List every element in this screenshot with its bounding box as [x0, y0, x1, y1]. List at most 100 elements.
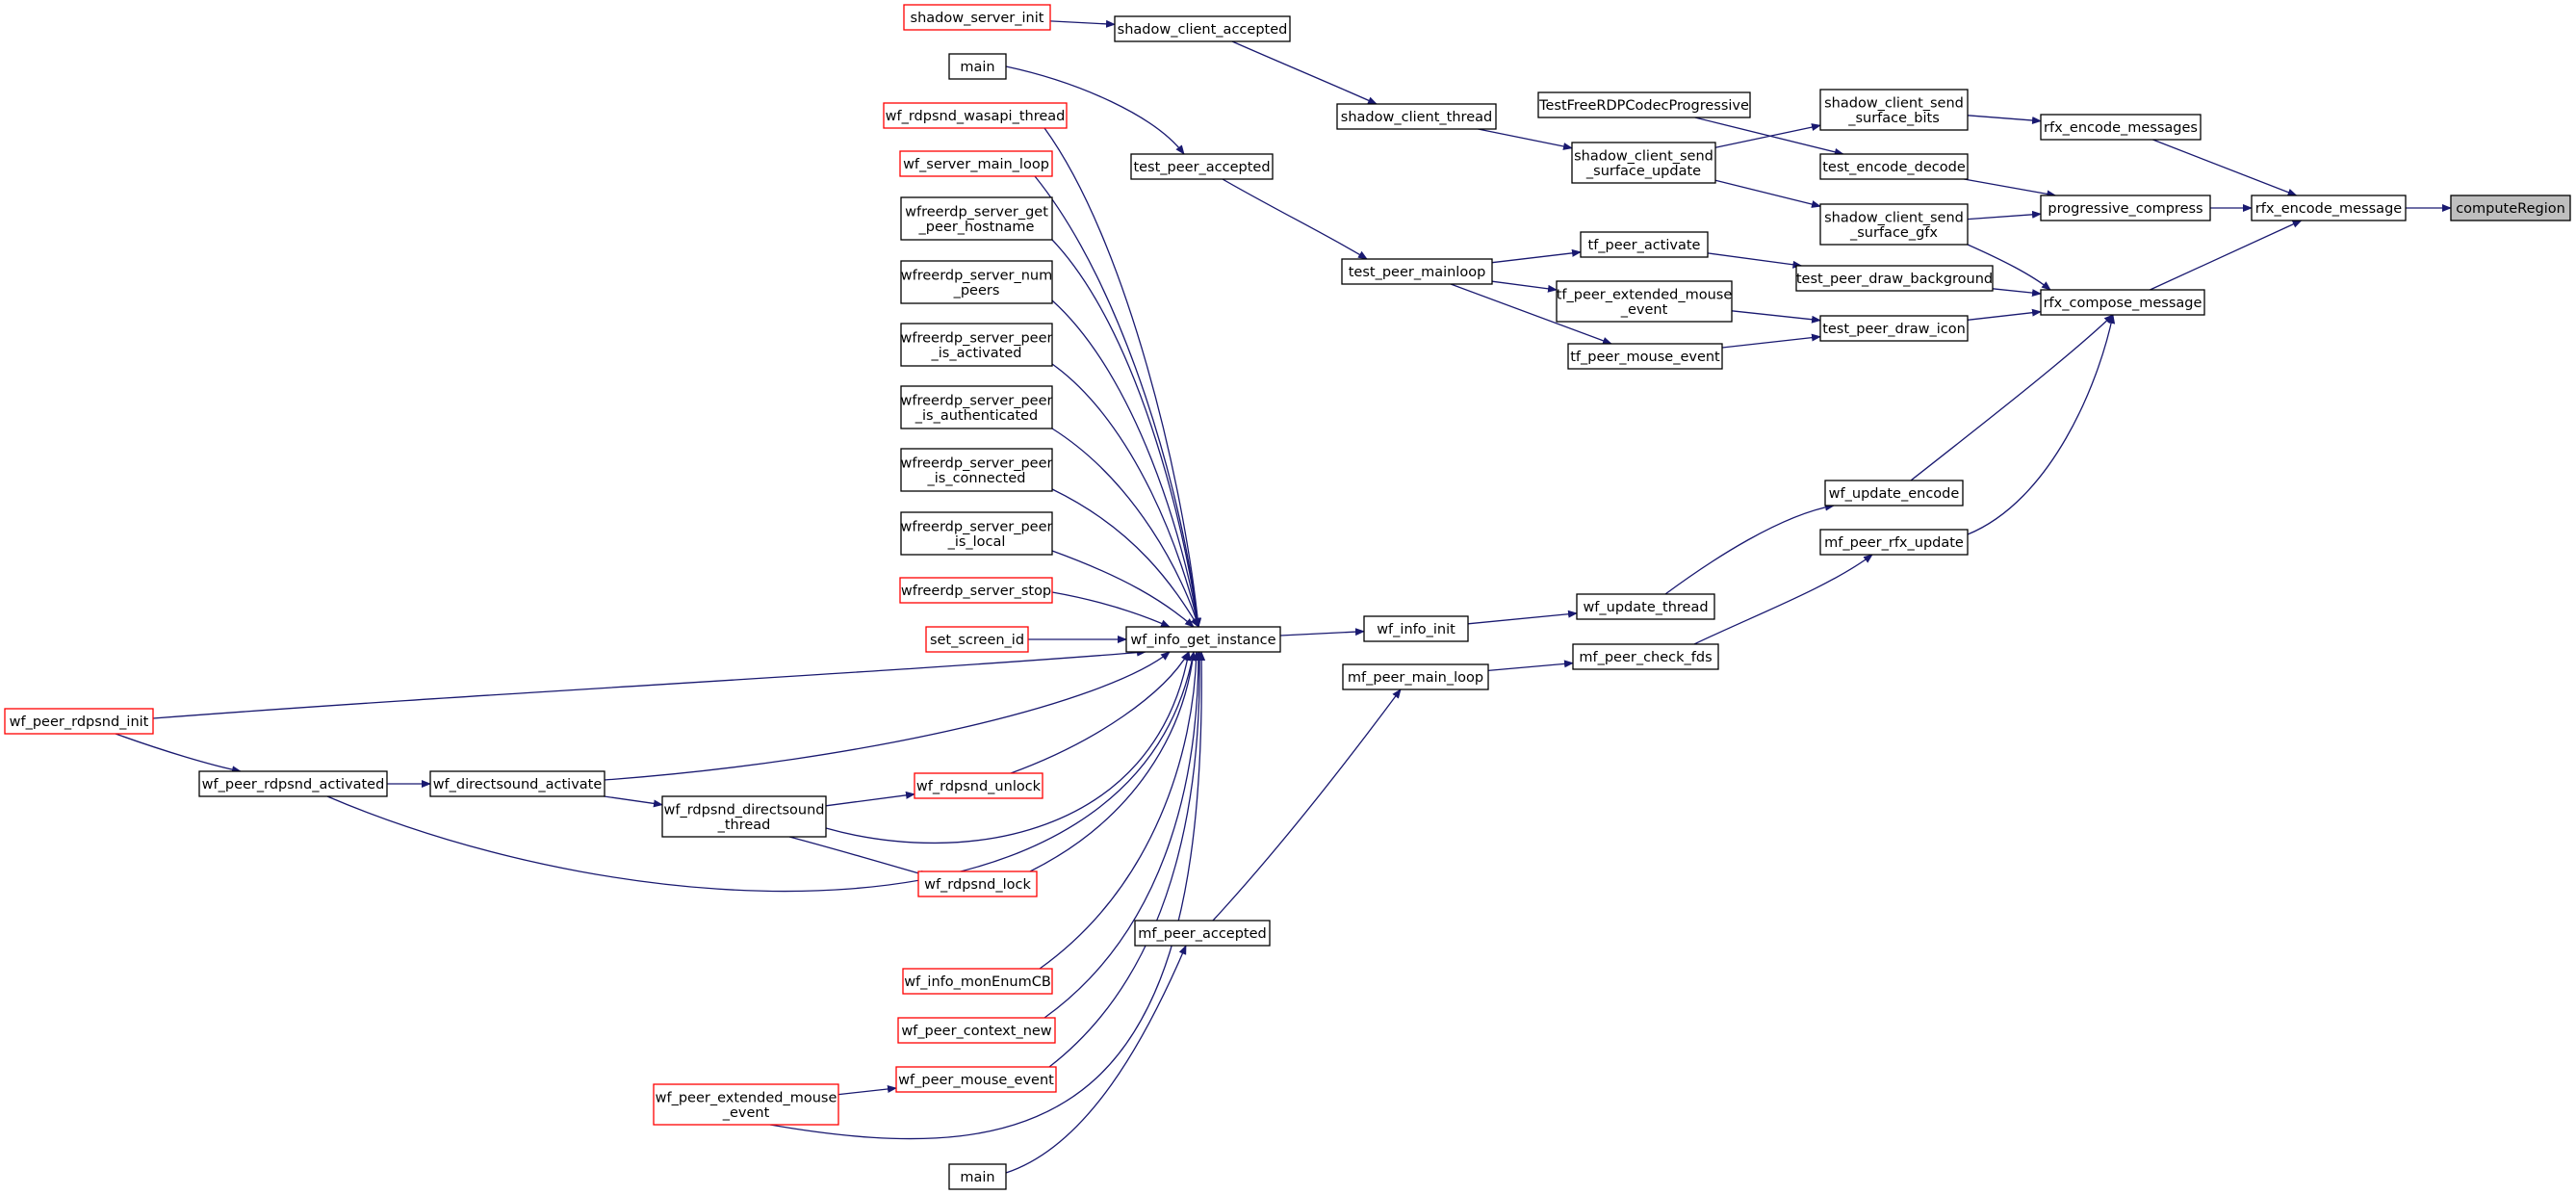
node-wf-info-init[interactable]: wf_info_init — [1363, 615, 1469, 642]
node-wf-directsound-activate[interactable]: wf_directsound_activate — [429, 770, 605, 797]
node-test-peer-draw-background[interactable]: test_peer_draw_background — [1795, 265, 1994, 292]
edge-wf_peer_rdpsnd_init-to-wf_peer_rdpsnd_activated — [115, 733, 242, 774]
node-mf-peer-check-fds[interactable]: mf_peer_check_fds — [1572, 643, 1719, 670]
node-wf-peer-context-new[interactable]: wf_peer_context_new — [897, 1017, 1056, 1044]
node-tf-peer-activate[interactable]: tf_peer_activate — [1580, 231, 1709, 258]
node-label: _thread — [717, 818, 771, 833]
node-label: tf_peer_activate — [1588, 238, 1701, 253]
node-box — [1571, 142, 1716, 184]
edge-wfreerdp_server_num_peers-to-wf_info_get_instance — [1051, 299, 1201, 628]
node-shadow-client-thread[interactable]: shadow_client_thread — [1336, 103, 1497, 130]
node-label: shadow_client_send — [1824, 210, 1964, 225]
node-label: rfx_encode_messages — [2044, 120, 2198, 136]
edge-wf_peer_context_new-to-wf_info_get_instance — [1043, 651, 1202, 1019]
node-wf-rdpsnd-lock[interactable]: wf_rdpsnd_lock — [917, 870, 1038, 897]
node-test-peer-draw-icon[interactable]: test_peer_draw_icon — [1819, 315, 1969, 342]
node-wf-peer-rdpsnd-activated[interactable]: wf_peer_rdpsnd_activated — [198, 770, 388, 797]
node-wf-rdpsnd-unlock[interactable]: wf_rdpsnd_unlock — [914, 772, 1043, 799]
node-TestFreeRDPCodecProgressive[interactable]: TestFreeRDPCodecProgressive — [1537, 91, 1751, 118]
node-label: shadow_server_init — [911, 11, 1044, 26]
edge-test_encode_decode-to-progressive_compress — [1964, 178, 2057, 198]
node-label: wf_update_thread — [1583, 600, 1708, 615]
edge-wfreerdp_server_peer_is_activated-to-wf_info_get_instance — [1051, 363, 1201, 628]
node-box — [1114, 15, 1291, 42]
edge-wf_rdpsnd_directsound_thread-to-wf_rdpsnd_unlock — [825, 791, 915, 807]
node-mf-peer-main-loop[interactable]: mf_peer_main_loop — [1342, 663, 1489, 690]
node-rfx-encode-message[interactable]: rfx_encode_message — [2251, 195, 2407, 221]
edge-wf_peer_mouse_event-to-wf_info_get_instance — [1048, 651, 1204, 1068]
node-wfreerdp-server-num-peers[interactable]: wfreerdp_server_num_peers — [900, 260, 1053, 304]
node-wf-peer-mouse-event[interactable]: wf_peer_mouse_event — [895, 1066, 1057, 1093]
node-box — [2040, 289, 2205, 316]
node-label: shadow_client_send — [1824, 95, 1964, 111]
node-progressive-compress[interactable]: progressive_compress — [2040, 195, 2211, 221]
node-label: wf_peer_context_new — [901, 1024, 1051, 1039]
node-box — [900, 323, 1053, 367]
node-label: test_peer_mainloop — [1349, 265, 1486, 280]
node-box — [1336, 103, 1497, 130]
node-wf-rdpsnd-directsound-thread[interactable]: wf_rdpsnd_directsound_thread — [661, 795, 827, 838]
node-wf-update-encode[interactable]: wf_update_encode — [1824, 480, 1964, 507]
node-tf-peer-mouse-event[interactable]: tf_peer_mouse_event — [1567, 343, 1723, 370]
edge-test_peer_mainloop-to-tf_peer_activate — [1491, 248, 1582, 264]
edge-shadow_client_thread-to-shadow_client_send_surface_update — [1478, 128, 1573, 150]
node-label: wfreerdp_server_get — [905, 204, 1048, 220]
node-shadow-client-accepted[interactable]: shadow_client_accepted — [1114, 15, 1291, 42]
node-wfreerdp-server-stop[interactable]: wfreerdp_server_stop — [899, 577, 1053, 604]
edge-wf_rdpsnd_directsound_thread-to-wf_rdpsnd_lock — [788, 836, 930, 878]
node-box — [897, 1017, 1056, 1044]
node-box — [914, 772, 1043, 799]
node-shadow-client-send-surface-update[interactable]: shadow_client_send_surface_update — [1571, 142, 1716, 184]
node-set-screen-id[interactable]: set_screen_id — [925, 626, 1029, 653]
node-main-bottom[interactable]: main — [948, 1163, 1007, 1190]
node-wf-rdpsnd-wasapi-thread[interactable]: wf_rdpsnd_wasapi_thread — [883, 102, 1068, 129]
edge-wf_info_monEnumCB-to-wf_info_get_instance — [1039, 651, 1200, 970]
edge-test_peer_mainloop-to-tf_peer_mouse_event — [1450, 283, 1612, 345]
node-wf-update-thread[interactable]: wf_update_thread — [1576, 593, 1715, 620]
node-main-top[interactable]: main — [948, 53, 1007, 80]
node-rfx-compose-message[interactable]: rfx_compose_message — [2040, 289, 2205, 316]
node-label: wf_peer_rdpsnd_activated — [202, 777, 385, 792]
edge-wf_peer_rdpsnd_init-to-wf_info_get_instance — [152, 648, 1146, 719]
node-wfreerdp-server-peer-is-connected[interactable]: wfreerdp_server_peer_is_connected — [900, 448, 1053, 492]
node-test-encode-decode[interactable]: test_encode_decode — [1819, 153, 1969, 180]
node-label: main — [960, 1170, 994, 1185]
node-mf-peer-accepted[interactable]: mf_peer_accepted — [1134, 920, 1271, 947]
edge-rfx_compose_message-to-rfx_encode_message — [2150, 220, 2303, 291]
node-shadow-client-send-surface-gfx[interactable]: shadow_client_send_surface_gfx — [1819, 203, 1969, 246]
node-rfx-encode-messages[interactable]: rfx_encode_messages — [2040, 114, 2202, 141]
node-box — [902, 968, 1053, 995]
edge-wf_info_init-to-wf_update_thread — [1467, 610, 1578, 625]
node-wf-peer-extended-mouse-event[interactable]: wf_peer_extended_mouse_event — [653, 1083, 839, 1126]
edge-shadow_server_init-to-shadow_client_accepted — [1049, 19, 1116, 28]
node-wfreerdp-server-peer-is-activated[interactable]: wfreerdp_server_peer_is_activated — [900, 323, 1053, 367]
node-box — [883, 102, 1068, 129]
edge-shadow_client_send_surface_gfx-to-rfx_compose_message — [1967, 244, 2051, 291]
node-label: mf_peer_rfx_update — [1824, 535, 1964, 551]
node-label: progressive_compress — [2048, 201, 2202, 217]
node-label: shadow_client_thread — [1341, 110, 1492, 125]
edge-rfx_encode_messages-to-rfx_encode_message — [2152, 139, 2298, 196]
node-shadow-server-init[interactable]: shadow_server_init — [903, 4, 1051, 31]
node-box — [900, 448, 1053, 492]
node-wfreerdp-server-peer-is-authenticated[interactable]: wfreerdp_server_peer_is_authenticated — [900, 385, 1053, 429]
node-wf-info-monEnumCB[interactable]: wf_info_monEnumCB — [902, 968, 1053, 995]
node-wfreerdp-server-peer-is-local[interactable]: wfreerdp_server_peer_is_local — [900, 511, 1053, 556]
edge-wfreerdp_server_peer_is_local-to-wf_info_get_instance — [1051, 550, 1195, 628]
node-tf-peer-extended-mouse-event[interactable]: tf_peer_extended_mouse_event — [1556, 280, 1733, 323]
node-test-peer-accepted[interactable]: test_peer_accepted — [1130, 153, 1274, 180]
node-wf-info-get-instance[interactable]: wf_info_get_instance — [1125, 626, 1281, 653]
node-label: _surface_gfx — [1849, 225, 1938, 241]
node-wf-peer-rdpsnd-init[interactable]: wf_peer_rdpsnd_init — [4, 708, 154, 735]
node-label: wfreerdp_server_peer — [901, 330, 1053, 346]
node-wf-server-main-loop[interactable]: wf_server_main_loop — [899, 150, 1053, 177]
node-wfreerdp-server-get-peer-hostname[interactable]: wfreerdp_server_get_peer_hostname — [900, 196, 1053, 241]
node-box — [1819, 529, 1969, 556]
node-box — [900, 196, 1053, 241]
node-label: mf_peer_accepted — [1138, 926, 1267, 942]
node-mf-peer-rfx-update[interactable]: mf_peer_rfx_update — [1819, 529, 1969, 556]
node-shadow-client-send-surface-bits[interactable]: shadow_client_send_surface_bits — [1819, 89, 1969, 131]
edge-wf_rdpsnd_directsound_thread-to-wf_info_get_instance — [825, 651, 1192, 844]
node-test-peer-mainloop[interactable]: test_peer_mainloop — [1341, 258, 1493, 285]
